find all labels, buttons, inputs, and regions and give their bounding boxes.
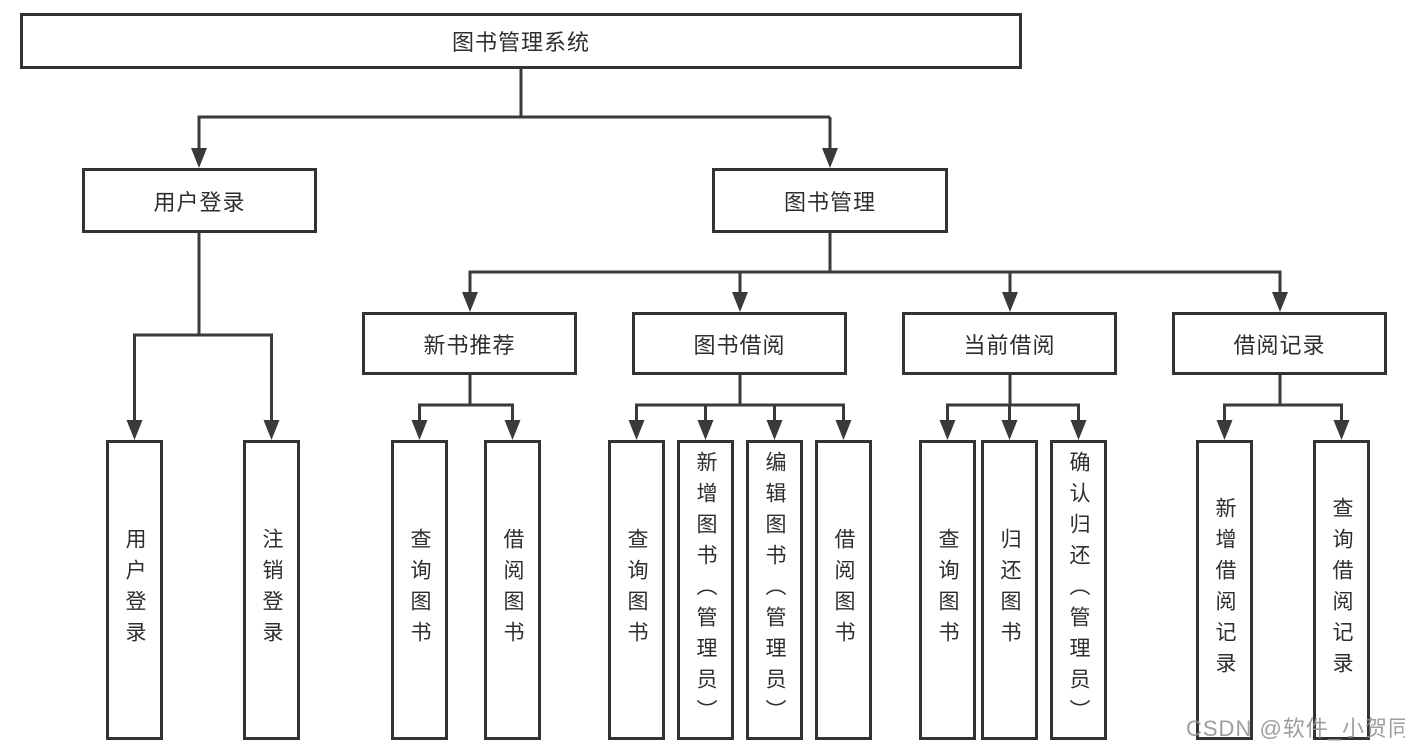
node-root-label: 图书管理系统 [451, 30, 590, 55]
leaf-search-borrow-record: 查询借阅记录 [1313, 440, 1370, 740]
leaf-add-borrow-record-label: 新增借阅记录 [1213, 497, 1237, 683]
leaf-edit-book-admin-label: 编辑图书（管理员） [763, 450, 787, 730]
leaf-edit-book-admin: 编辑图书（管理员） [746, 440, 803, 740]
node-user-login: 用户登录 [82, 168, 317, 233]
node-book-management-label: 图书管理 [783, 189, 876, 215]
leaf-return-book-label: 归还图书 [998, 528, 1022, 652]
leaf-user-login-label: 用户登录 [123, 528, 147, 652]
leaf-confirm-return-admin: 确认归还（管理员） [1050, 440, 1107, 740]
node-new-book-recommend-label: 新书推荐 [423, 332, 516, 358]
node-current-borrow-label: 当前借阅 [963, 332, 1056, 358]
leaf-logout: 注销登录 [243, 440, 300, 740]
node-book-borrow: 图书借阅 [632, 312, 847, 375]
leaf-search-borrow-record-label: 查询借阅记录 [1330, 497, 1354, 683]
leaf-borrow-book-label: 借阅图书 [832, 528, 856, 652]
leaf-recommend-search-book-label: 查询图书 [408, 528, 432, 652]
leaf-recommend-borrow-book-label: 借阅图书 [501, 528, 525, 652]
node-new-book-recommend: 新书推荐 [362, 312, 577, 375]
leaf-add-book-admin-label: 新增图书（管理员） [694, 450, 718, 730]
leaf-add-book-admin: 新增图书（管理员） [677, 440, 734, 740]
leaf-current-search-book: 查询图书 [919, 440, 976, 740]
leaf-recommend-search-book: 查询图书 [391, 440, 448, 740]
node-borrow-records-label: 借阅记录 [1233, 332, 1326, 358]
node-root: 图书管理系统 [20, 13, 1022, 69]
leaf-return-book: 归还图书 [981, 440, 1038, 740]
leaf-user-login: 用户登录 [106, 440, 163, 740]
node-borrow-records: 借阅记录 [1172, 312, 1387, 375]
leaf-borrow-search-book-label: 查询图书 [625, 528, 649, 652]
node-book-borrow-label: 图书借阅 [693, 332, 786, 358]
leaf-add-borrow-record: 新增借阅记录 [1196, 440, 1253, 740]
node-current-borrow: 当前借阅 [902, 312, 1117, 375]
leaf-confirm-return-admin-label: 确认归还（管理员） [1067, 450, 1091, 730]
node-user-login-label: 用户登录 [153, 189, 246, 215]
node-book-management: 图书管理 [712, 168, 948, 233]
leaf-logout-label: 注销登录 [260, 528, 284, 652]
watermark-text: CSDN @软件_小贺同学 [1186, 716, 1405, 741]
leaf-recommend-borrow-book: 借阅图书 [484, 440, 541, 740]
leaf-borrow-book: 借阅图书 [815, 440, 872, 740]
leaf-borrow-search-book: 查询图书 [608, 440, 665, 740]
leaf-current-search-book-label: 查询图书 [936, 528, 960, 652]
